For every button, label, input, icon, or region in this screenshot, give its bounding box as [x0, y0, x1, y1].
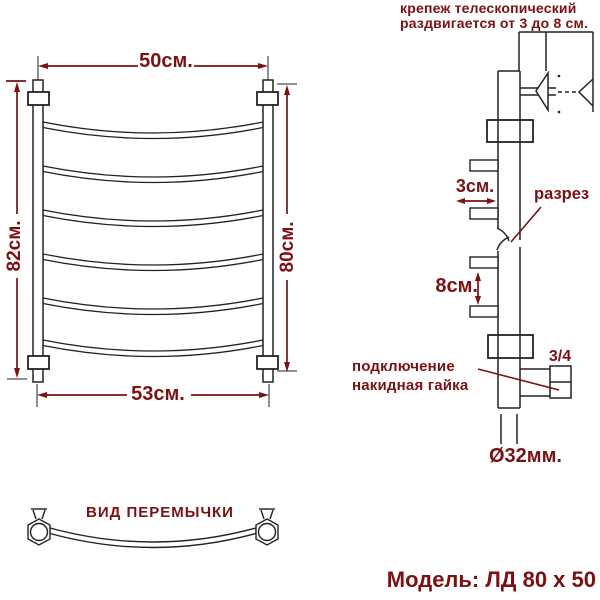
- dim-53-line: [37, 392, 269, 398]
- crossbar-view-title: ВИД ПЕРЕМЫЧКИ: [86, 504, 234, 521]
- dim-82-label: 82см.: [4, 220, 26, 272]
- telescopic-note: крепеж телескопический раздвигается от 3…: [400, 1, 599, 30]
- telescopic-note-line1: крепеж телескопический: [400, 0, 577, 16]
- pipe-fitting-icon: [255, 508, 279, 546]
- pipe-fitting-icon: [27, 508, 51, 546]
- dim-3-label: 3см.: [455, 176, 495, 196]
- dim-8-line: [475, 272, 481, 305]
- dim-53-label: 53см.: [131, 383, 185, 405]
- telescopic-fastener-icon: [518, 31, 594, 114]
- dim-3-line: [456, 198, 496, 204]
- thread-size-label: 3/4: [548, 348, 572, 365]
- dim-80-line: [284, 85, 290, 372]
- dim-82-line: [6, 80, 26, 378]
- bar-stubs: [469, 159, 499, 318]
- left-post: [32, 79, 44, 383]
- dimension-lines: [6, 63, 560, 398]
- front-view-drawing: [7, 56, 297, 407]
- crossbar-section-view: [27, 508, 279, 549]
- dim-80-label: 80см.: [277, 221, 299, 273]
- pipe-break: [496, 227, 510, 242]
- dim-50-line: [38, 63, 268, 69]
- pipe-brackets: [486, 119, 534, 359]
- dim-8-label: 8см.: [435, 275, 478, 297]
- wall-brackets: [27, 91, 279, 370]
- connection-label: подключение накидная гайка: [352, 357, 468, 395]
- pipe-side-view: [496, 70, 521, 444]
- side-view-drawing: [469, 31, 594, 444]
- right-post: [262, 79, 274, 383]
- section-leader-line: [510, 206, 542, 243]
- connection-label-line2: накидная гайка: [352, 377, 469, 394]
- extension-lines: [7, 56, 297, 407]
- telescopic-note-line2: раздвигается от 3 до 8 см.: [400, 14, 589, 31]
- connection-label-line1: подключение: [352, 358, 455, 375]
- crossbar-tubes: [42, 121, 264, 358]
- section-label: разрез: [534, 185, 590, 203]
- connection-leader-line: [477, 368, 560, 391]
- pipe-diameter-label: Ø32мм.: [489, 445, 562, 467]
- union-nut-icon: [520, 365, 572, 399]
- dim-50-label: 50см.: [139, 50, 193, 72]
- model-label: Модель: ЛД 80 x 50: [386, 567, 596, 592]
